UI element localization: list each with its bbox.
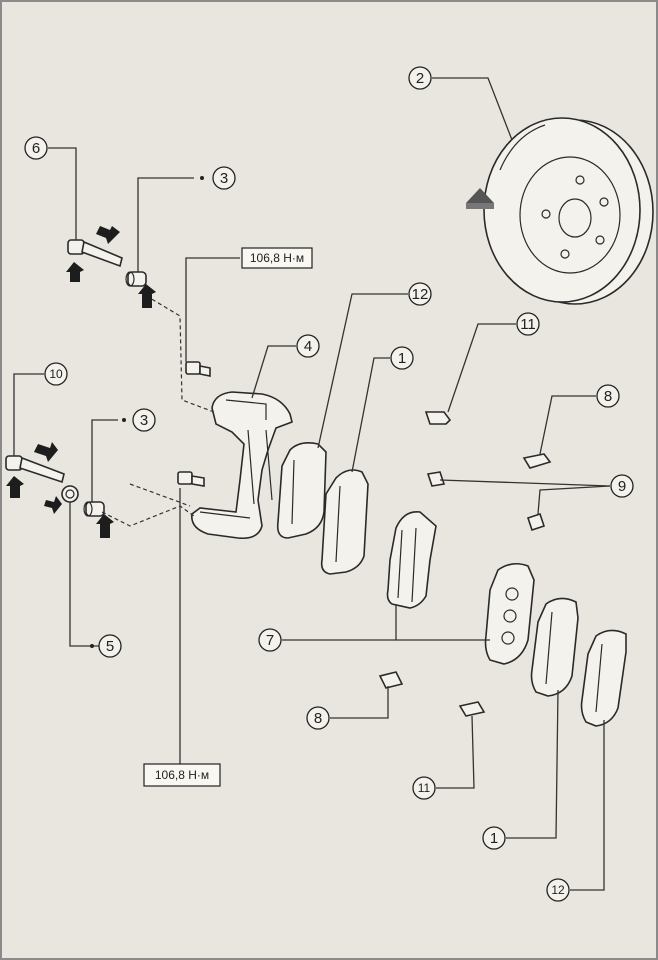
guide-pin-6 (67, 239, 123, 268)
pad-support-clip-8-upper (522, 453, 552, 469)
callout-8-lower-label: 8 (314, 710, 322, 727)
torque-label-lower: 106,8 Н·м (155, 768, 209, 782)
callout-12-upper: 12 (408, 282, 432, 306)
callout-6: 6 (24, 136, 48, 160)
anti-squeal-shim-lower (580, 629, 627, 727)
torque-label-upper: 106,8 Н·м (250, 251, 304, 265)
caliper-bracket (191, 391, 293, 540)
pad-support-clip-11-upper (424, 411, 452, 425)
torque-box-lower: 106,8 Н·м (143, 763, 221, 787)
bushing-3-lower (83, 501, 105, 517)
callout-1-lower: 1 (482, 826, 506, 850)
torque-box-upper: 106,8 Н·м (241, 247, 313, 269)
assembly-path-lower-b (129, 483, 191, 507)
callout-3-lower-label: 3 (140, 412, 148, 429)
pad-support-clip-11-lower (458, 701, 486, 717)
callout-12-lower-label: 12 (551, 883, 565, 897)
callout-2-label: 2 (416, 70, 424, 87)
grease-arrows (6, 226, 156, 538)
callout-6-label: 6 (32, 140, 40, 157)
assembly-path-upper (139, 291, 215, 413)
callout-11-lower: 11 (412, 776, 436, 800)
callout-11-upper: 11 (516, 312, 540, 336)
callout-1-upper-label: 1 (398, 350, 406, 367)
assembly-path-lower-a (101, 505, 195, 527)
guide-pin-10 (5, 455, 65, 484)
bracket-bolt-lower (177, 471, 205, 487)
callout-10: 10 (44, 362, 68, 386)
callout-8-upper-label: 8 (604, 388, 612, 405)
callout-7: 7 (258, 628, 282, 652)
callout-2: 2 (408, 66, 432, 90)
callout-1-upper: 1 (390, 346, 414, 370)
pad-support-clip-8-lower (378, 671, 404, 689)
watermark-logo (466, 188, 494, 209)
brake-disc (483, 117, 654, 305)
leader-lines (13, 77, 611, 891)
callout-10-label: 10 (49, 367, 63, 381)
pad-wear-indicator-9-b (526, 512, 546, 532)
callout-1-lower-label: 1 (490, 830, 498, 847)
callout-5-label: 5 (106, 638, 114, 655)
callout-5: 5 (90, 634, 122, 658)
callout-4: 4 (296, 334, 320, 358)
brake-pad-inner (386, 511, 437, 609)
callout-3-upper: 3 (200, 166, 236, 190)
anti-squeal-shim-upper (276, 442, 327, 539)
pad-wear-indicator-9-a (426, 471, 446, 487)
pin-boot-5 (61, 485, 79, 503)
callout-11-lower-label: 11 (418, 781, 431, 795)
callout-12-upper-label: 12 (412, 286, 429, 303)
callout-12-lower: 12 (546, 878, 570, 902)
callout-8-lower: 8 (306, 706, 330, 730)
callout-3-lower: 3 (122, 408, 156, 432)
callout-8-upper: 8 (596, 384, 620, 408)
shim-lower (530, 597, 579, 697)
bushing-3-upper (125, 271, 147, 287)
callout-7-label: 7 (266, 632, 274, 649)
brake-pad-outer (484, 562, 535, 665)
callout-9: 9 (610, 474, 634, 498)
bracket-bolt-upper (185, 361, 211, 377)
callout-11-upper-label: 11 (520, 316, 536, 333)
callout-9-label: 9 (618, 478, 626, 495)
callout-4-label: 4 (304, 338, 312, 355)
shim-upper (320, 469, 369, 575)
callout-3-upper-label: 3 (220, 170, 228, 187)
